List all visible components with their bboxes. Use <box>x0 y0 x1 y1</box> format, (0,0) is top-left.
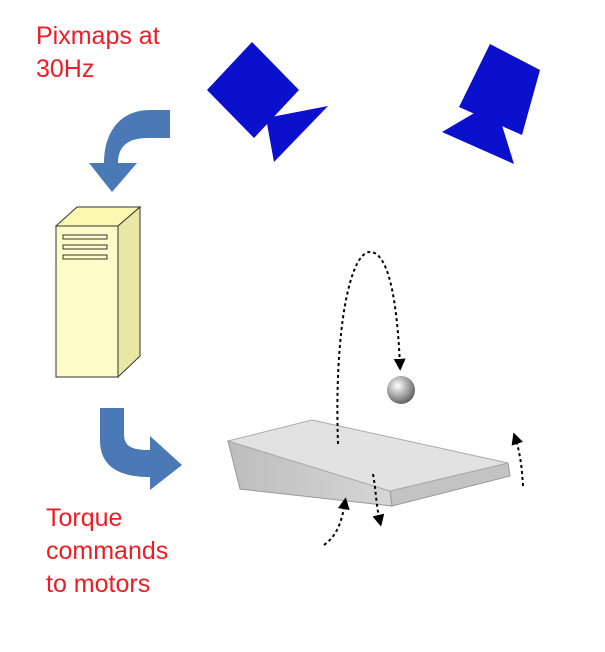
ball-icon <box>387 376 415 404</box>
pixmaps-label: Pixmaps at 30Hz <box>36 22 160 83</box>
rotation-arrow-icon-right <box>511 432 524 487</box>
tilting-plate-icon <box>226 419 511 507</box>
curved-arrow-icon-bottom <box>100 408 182 490</box>
rotation-arrow-icon-left <box>323 497 350 546</box>
torque-commands-label: Torque commands to motors <box>46 504 169 598</box>
camera-icon-left <box>207 42 328 162</box>
computer-tower-icon <box>54 205 142 379</box>
dashed-trajectory-icon <box>336 250 406 445</box>
camera-icon-right <box>442 44 540 164</box>
rotation-arrow-icon-center <box>372 473 385 527</box>
curved-arrow-icon-top <box>89 110 170 192</box>
